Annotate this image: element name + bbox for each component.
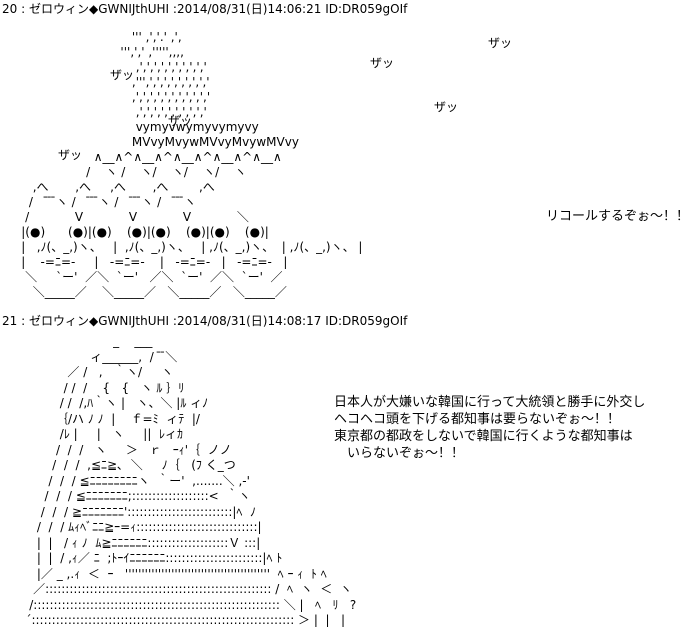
speech-governor: 日本人が大嫌いな韓国に行って大統領と勝手に外交し ヘコヘコ頭を下げる都知事は要ら… [334,394,645,462]
speech-line: 東京都の都政をしないで韓国に行くような都知事は [334,429,633,444]
post-20: 20 : ゼロウィン◆GWNIJthUHI :2014/08/31(日)14:0… [0,0,700,312]
ascii-art-character: _ ___ ィ______, / ̄ ̄＼ ／ / , ｀ヽ/ ヽ / / / … [25,334,357,627]
speech-line: 日本人が大嫌いな韓国に行って大統領と勝手に外交し [334,395,646,410]
poster-id: ID:DR059gOIf [325,2,408,16]
speech-line: いらないぞぉ～！！ [334,446,465,461]
post-header: 21 : ゼロウィン◆GWNIJthUHI :2014/08/31(日)14:0… [2,314,408,328]
ascii-art-marching-faces: ''' ,','.' ,', ''',',' ,''''',,,, ,',','… [21,30,363,299]
speech-recall: リコールするぞぉ～！！ [546,209,690,224]
poster-trip: ◆GWNIJthUHI [88,314,170,328]
post-number: 20 [2,2,18,16]
sound-effect-text: ザッ [168,114,193,128]
sound-effect-text: ザッ [488,36,513,50]
post-21: 21 : ゼロウィン◆GWNIJthUHI :2014/08/31(日)14:0… [0,312,700,637]
sound-effect-text: ザッ [370,56,395,70]
sound-effect-text: ザッ [58,148,83,162]
poster-id: ID:DR059gOIf [325,314,408,328]
poster-trip: ◆GWNIJthUHI [88,2,170,16]
post-header: 20 : ゼロウィン◆GWNIJthUHI :2014/08/31(日)14:0… [2,2,408,16]
sound-effect-text: ザッ [110,68,135,82]
poster-name: ゼロウィン [28,314,89,328]
post-number: 21 [2,314,18,328]
post-datetime: 2014/08/31(日)14:08:17 [176,314,322,328]
poster-name: ゼロウィン [28,2,89,16]
sound-effect-text: ザッ [434,100,459,114]
post-datetime: 2014/08/31(日)14:06:21 [176,2,322,16]
speech-line: ヘコヘコ頭を下げる都知事は要らないぞぉ～！！ [334,412,621,427]
